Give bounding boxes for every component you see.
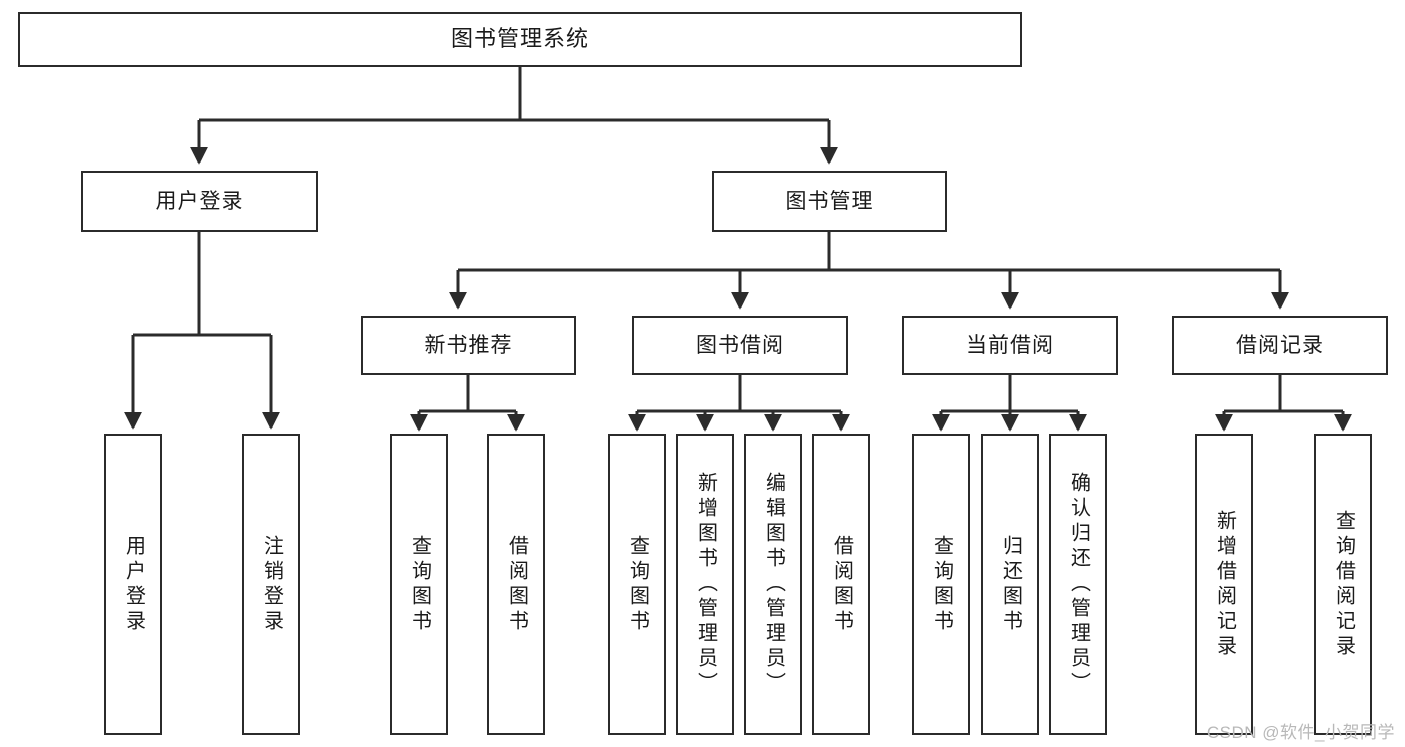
node-leaf-query-record-label: 查询借阅记录 [1332, 509, 1355, 660]
node-new-book-recommend[interactable]: 新书推荐 [361, 316, 576, 375]
node-leaf-confirm-return[interactable]: 确认归还（管理员） [1049, 434, 1107, 735]
node-book-manage[interactable]: 图书管理 [712, 171, 947, 232]
node-leaf-add-record-label: 新增借阅记录 [1213, 509, 1236, 660]
node-root-label: 图书管理系统 [450, 26, 589, 52]
node-leaf-query-record[interactable]: 查询借阅记录 [1314, 434, 1372, 735]
node-root[interactable]: 图书管理系统 [18, 12, 1022, 67]
node-leaf-borrow-book-2-label: 借阅图书 [830, 534, 853, 635]
node-leaf-user-login[interactable]: 用户登录 [104, 434, 162, 735]
node-user-login-label: 用户登录 [155, 189, 244, 213]
node-leaf-add-record[interactable]: 新增借阅记录 [1195, 434, 1253, 735]
node-leaf-query-book-1[interactable]: 查询图书 [390, 434, 448, 735]
node-leaf-return-book[interactable]: 归还图书 [981, 434, 1039, 735]
node-leaf-confirm-return-label: 确认归还（管理员） [1067, 472, 1090, 697]
node-new-book-recommend-label: 新书推荐 [424, 333, 513, 357]
node-book-manage-label: 图书管理 [785, 189, 874, 213]
node-leaf-logout-login-label: 注销登录 [260, 534, 283, 635]
node-leaf-return-book-label: 归还图书 [999, 534, 1022, 635]
node-borrow-record[interactable]: 借阅记录 [1172, 316, 1388, 375]
node-leaf-query-book-2[interactable]: 查询图书 [608, 434, 666, 735]
node-leaf-borrow-book-2[interactable]: 借阅图书 [812, 434, 870, 735]
node-leaf-borrow-book-1-label: 借阅图书 [505, 534, 528, 635]
node-current-borrow[interactable]: 当前借阅 [902, 316, 1118, 375]
node-leaf-borrow-book-1[interactable]: 借阅图书 [487, 434, 545, 735]
node-current-borrow-label: 当前借阅 [966, 333, 1054, 357]
node-leaf-edit-book-label: 编辑图书（管理员） [762, 472, 785, 697]
node-leaf-query-book-3-label: 查询图书 [930, 534, 953, 635]
node-leaf-user-login-label: 用户登录 [122, 534, 145, 635]
node-leaf-logout-login[interactable]: 注销登录 [242, 434, 300, 735]
node-leaf-query-book-2-label: 查询图书 [626, 534, 649, 635]
node-book-borrow[interactable]: 图书借阅 [632, 316, 848, 375]
node-leaf-add-book-label: 新增图书（管理员） [694, 472, 717, 697]
csdn-watermark: CSDN @软件_小贺同学 [1206, 723, 1395, 742]
node-leaf-edit-book[interactable]: 编辑图书（管理员） [744, 434, 802, 735]
node-leaf-query-book-1-label: 查询图书 [408, 534, 431, 635]
node-borrow-record-label: 借阅记录 [1236, 333, 1324, 357]
node-leaf-query-book-3[interactable]: 查询图书 [912, 434, 970, 735]
node-user-login[interactable]: 用户登录 [81, 171, 318, 232]
node-book-borrow-label: 图书借阅 [696, 333, 784, 357]
node-leaf-add-book[interactable]: 新增图书（管理员） [676, 434, 734, 735]
